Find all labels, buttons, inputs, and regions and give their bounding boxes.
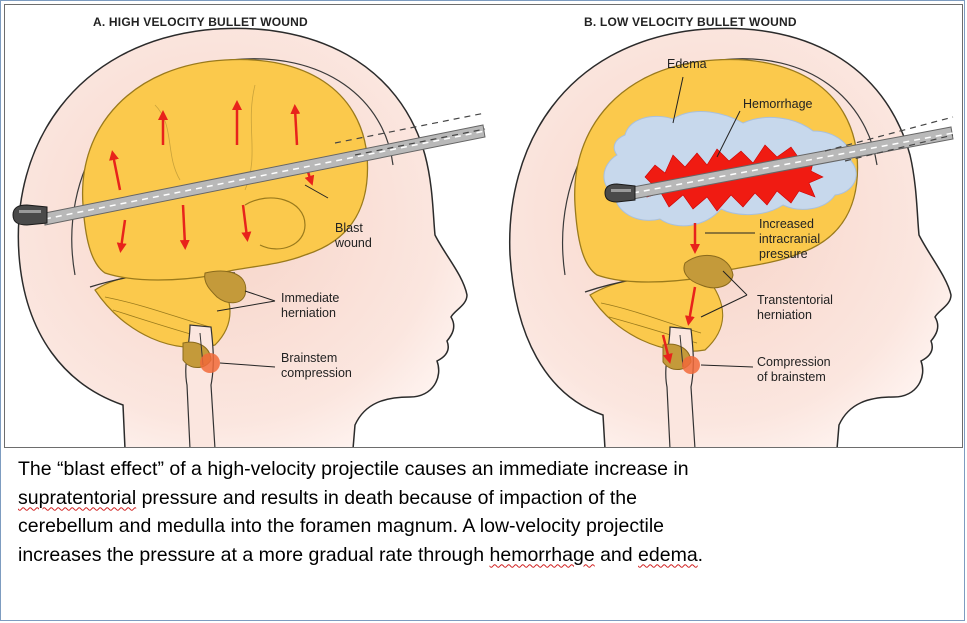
caption-seg-3: pressure and results in death because of… (136, 486, 637, 509)
caption-seg-9: . (697, 543, 704, 566)
caption-word-hemorrhage: hemorrhage (489, 543, 595, 566)
caption-word-supratentorial: supratentorial (18, 486, 137, 509)
caption-line-3: cerebellum and medulla into the foramen … (18, 512, 948, 541)
label-immediate-herniation: Immediate herniation (281, 291, 340, 320)
bullet-wound-figure: A. HIGH VELOCITY BULLET WOUND B. LOW VEL… (4, 4, 963, 448)
caption-line-4: increases the pressure at a more gradual… (18, 541, 948, 570)
figure-drawing (12, 27, 954, 447)
panel-a-title: A. HIGH VELOCITY BULLET WOUND (93, 15, 308, 29)
transtentorial-herniation-mass-b (683, 254, 734, 289)
caption-line-1: The “blast effect” of a high-velocity pr… (18, 455, 948, 484)
caption-seg-4: cerebellum and medulla into the foramen … (18, 515, 664, 537)
label-compression-of-brainstem: Compression of brainstem (757, 355, 831, 384)
caption-seg-7: and (594, 543, 639, 566)
immediate-herniation-mass-a (204, 270, 247, 304)
brainstem-compression-spot-b (682, 356, 700, 374)
label-increased-intracranial-pressure: Increased intracranial pressure (759, 217, 821, 261)
bullet-a (12, 204, 48, 226)
caption-word-edema: edema (638, 543, 698, 566)
label-transtentorial-herniation: Transtentorial herniation (757, 293, 833, 322)
panel-b-illustration (509, 27, 954, 447)
label-blast-wound: Blast wound (335, 221, 372, 250)
label-brainstem-compression: Brainstem compression (281, 351, 352, 380)
bullet-b (604, 183, 636, 203)
panel-b-title: B. LOW VELOCITY BULLET WOUND (584, 15, 797, 29)
label-hemorrhage: Hemorrhage (743, 97, 813, 111)
caption-text: The “blast effect” of a high-velocity pr… (18, 455, 948, 569)
caption-line-2: supratentorial pressure and results in d… (18, 484, 948, 513)
panel-a-illustration (12, 27, 486, 447)
pressure-arrows-b (661, 223, 700, 364)
caption-seg-5: increases the pressure at a more gradual… (18, 543, 490, 566)
brainstem-compression-spot-a (200, 353, 220, 373)
label-edema: Edema (667, 57, 707, 71)
caption-seg-1: The “blast effect” of a high-velocity pr… (18, 458, 689, 480)
